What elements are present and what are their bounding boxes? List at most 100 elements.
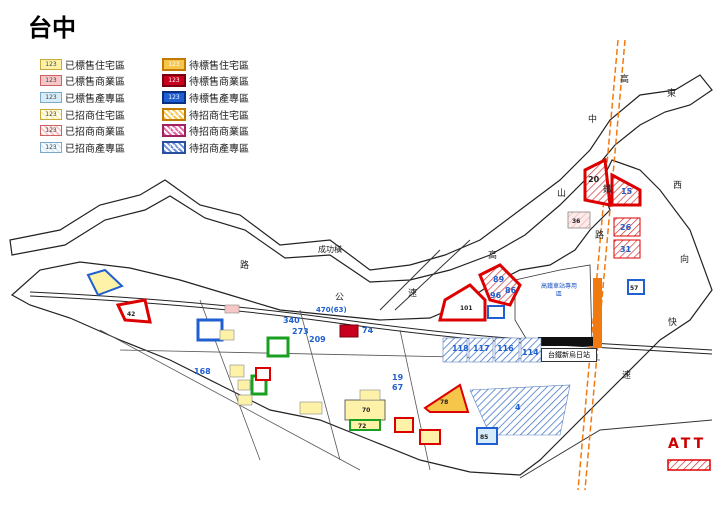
road-label: 西 [673, 180, 682, 191]
road-label: 速 [408, 288, 417, 299]
parcel-number: 118 [452, 344, 469, 353]
road-line [379, 249, 441, 311]
legend-label: 已招商產專區 [65, 143, 125, 155]
parcel [224, 304, 240, 314]
river [9, 74, 713, 283]
parcel [394, 417, 414, 433]
legend-swatch: 123 [162, 107, 186, 121]
map-title: 台中 [28, 14, 76, 42]
road-label: 高 [488, 249, 497, 261]
parcel-number: 74 [362, 326, 374, 335]
station-label: 台鐵新烏日站 [541, 348, 597, 362]
parcel [237, 379, 251, 391]
parcel-number: 15 [621, 187, 633, 196]
parcel-number: 89 [493, 275, 505, 284]
legend-swatch: 123 [162, 90, 186, 104]
parcel [349, 419, 381, 431]
legend-label: 待招商商業區 [189, 126, 249, 138]
road-line [519, 419, 713, 479]
road-label: 路 [595, 229, 604, 241]
parcel-number: 57 [630, 285, 638, 292]
legend-label: 已招商商業區 [65, 126, 125, 138]
parcel [583, 157, 612, 207]
att-label: ATT [668, 436, 707, 452]
rail-segment [538, 337, 593, 346]
road-label: 速 [622, 370, 631, 381]
parcel [237, 394, 253, 406]
parcel [627, 279, 645, 295]
parcel [442, 337, 468, 363]
road-line [299, 309, 341, 461]
parcel-number: 67 [392, 383, 403, 392]
road-label: 公 [335, 292, 344, 303]
road-line [99, 329, 361, 471]
legend-label: 待標售商業區 [189, 76, 249, 88]
parcel [610, 172, 642, 207]
att-symbol [667, 459, 711, 471]
parcel-number: 116 [497, 344, 514, 353]
parcel [476, 427, 498, 445]
parcel-number: 78 [440, 399, 448, 406]
parcel [419, 429, 441, 445]
legend-swatch: 123 [162, 140, 186, 154]
parcel [115, 298, 152, 324]
parcel [255, 367, 271, 381]
road-line [394, 239, 471, 311]
legend-label: 待招商產專區 [189, 143, 249, 155]
parcel-number: 19 [392, 373, 404, 382]
parcel [266, 336, 290, 358]
legend-label: 已招商住宅區 [65, 110, 125, 122]
hsr-area-label: 高鐵車站專用區 [541, 283, 578, 298]
legend-swatch: 123 [40, 74, 62, 86]
parcel [494, 337, 520, 363]
parcel [423, 383, 470, 413]
parcel-number: 470(63) [316, 306, 347, 314]
legend-label: 已標售商業區 [65, 76, 125, 88]
parcel [359, 389, 381, 401]
parcel-number: 96 [490, 291, 502, 300]
parcel [299, 401, 323, 415]
legend-label: 已標售產專區 [65, 93, 125, 105]
road-label: 高 [620, 73, 629, 85]
parcel [469, 384, 571, 436]
parcel [86, 268, 124, 297]
parcel [219, 329, 235, 341]
road-label: 東 [667, 87, 676, 99]
road-label: 鐵 [603, 183, 612, 195]
legend-swatch: 123 [40, 124, 62, 136]
hsr-station-platform [593, 278, 602, 348]
parcel-number: 31 [620, 245, 632, 254]
parcel [339, 324, 359, 338]
legend-swatch: 123 [40, 58, 62, 70]
parcel [567, 211, 591, 229]
parcel [478, 263, 522, 307]
parcel-number: 36 [572, 218, 580, 225]
road-label: 向 [680, 253, 689, 265]
hsr-track [584, 39, 626, 491]
road-line [119, 349, 601, 361]
road-label: 成功橫 [318, 244, 342, 254]
legend-label: 待招商住宅區 [189, 110, 249, 122]
parcel-number: 42 [127, 311, 135, 318]
legend-label: 待標售產專區 [189, 93, 249, 105]
legend-swatch: 123 [40, 141, 62, 153]
parcel [613, 239, 641, 259]
road-label: 中 [588, 113, 597, 125]
parcel-number: 101 [460, 305, 473, 312]
parcel-number: 209 [309, 335, 326, 344]
legend-swatch: 123 [162, 73, 186, 87]
parcel-number: 114 [522, 348, 539, 357]
parcel [487, 305, 505, 319]
road-label: 路 [240, 259, 249, 271]
parcel-number: 85 [480, 434, 488, 441]
parcel [613, 217, 641, 237]
